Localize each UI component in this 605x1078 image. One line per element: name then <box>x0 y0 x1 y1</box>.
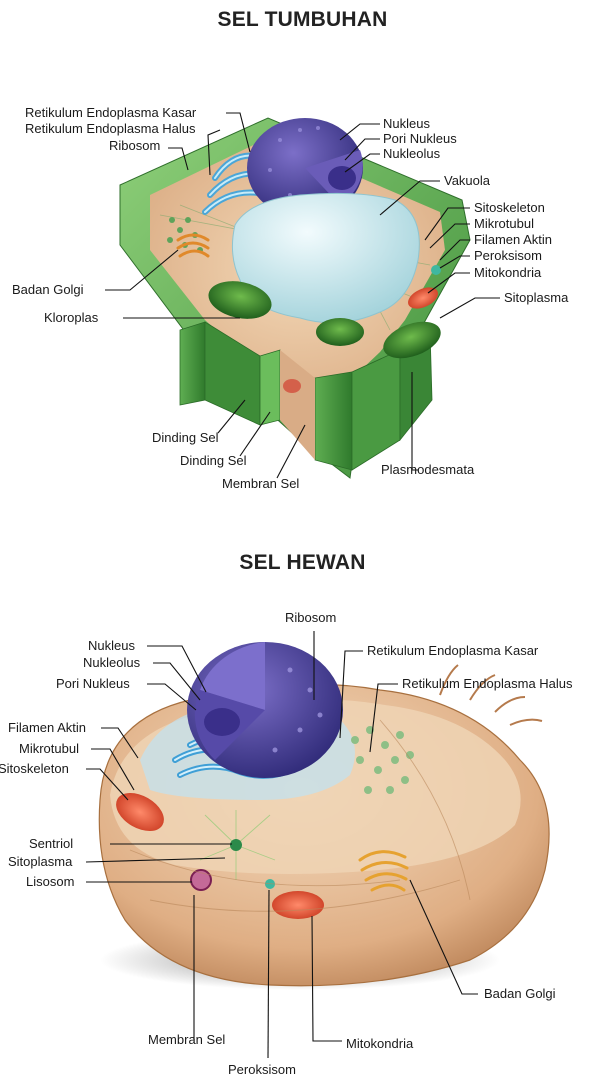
animal-label-sitoskeleton: Sitoskeleton <box>0 761 69 776</box>
animal-label-nukleolus: Nukleolus <box>83 655 141 670</box>
animal-label-membran-sel: Membran Sel <box>148 1032 225 1047</box>
plant-label-membran-sel: Membran Sel <box>222 476 299 491</box>
animal-label-badan-golgi: Badan Golgi <box>484 986 556 1001</box>
animal-label-rer: Retikulum Endoplasma Kasar <box>367 643 539 658</box>
plant-label-dinding-sel-2: Dinding Sel <box>180 453 247 468</box>
animal-label-sentriol: Sentriol <box>29 836 73 851</box>
animal-label-mitokondria: Mitokondria <box>346 1036 414 1051</box>
plant-label-sitoplasma: Sitoplasma <box>504 290 569 305</box>
plant-label-rer: Retikulum Endoplasma Kasar <box>25 105 197 120</box>
plant-label-dinding-sel-1: Dinding Sel <box>152 430 219 445</box>
animal-label-peroksisom: Peroksisom <box>228 1062 296 1077</box>
animal-label-filamen-aktin: Filamen Aktin <box>8 720 86 735</box>
animal-label-mikrotubul: Mikrotubul <box>19 741 79 756</box>
animal-label-sitoplasma: Sitoplasma <box>8 854 73 869</box>
plant-label-sitoskeleton: Sitoskeleton <box>474 200 545 215</box>
animal-label-ribosom: Ribosom <box>285 610 336 625</box>
plant-label-nukleolus: Nukleolus <box>383 146 441 161</box>
plant-label-filamen-aktin: Filamen Aktin <box>474 232 552 247</box>
plant-label-mikrotubul: Mikrotubul <box>474 216 534 231</box>
plant-label-vakuola: Vakuola <box>444 173 491 188</box>
plant-label-plasmodesmata: Plasmodesmata <box>381 462 475 477</box>
animal-label-pori-nukleus: Pori Nukleus <box>56 676 130 691</box>
plant-label-peroksisom: Peroksisom <box>474 248 542 263</box>
animal-label-nukleus: Nukleus <box>88 638 135 653</box>
animal-label-ser: Retikulum Endoplasma Halus <box>402 676 573 691</box>
plant-label-pori-nukleus: Pori Nukleus <box>383 131 457 146</box>
plant-label-ribosom: Ribosom <box>109 138 160 153</box>
plant-label-kloroplas: Kloroplas <box>44 310 99 325</box>
plant-label-ser: Retikulum Endoplasma Halus <box>25 121 196 136</box>
plant-label-mitokondria: Mitokondria <box>474 265 542 280</box>
plant-label-nukleus: Nukleus <box>383 116 430 131</box>
plant-cell-illustration <box>120 118 470 478</box>
animal-label-lisosom: Lisosom <box>26 874 74 889</box>
plant-label-badan-golgi: Badan Golgi <box>12 282 84 297</box>
animal-cell-illustration <box>99 642 549 990</box>
